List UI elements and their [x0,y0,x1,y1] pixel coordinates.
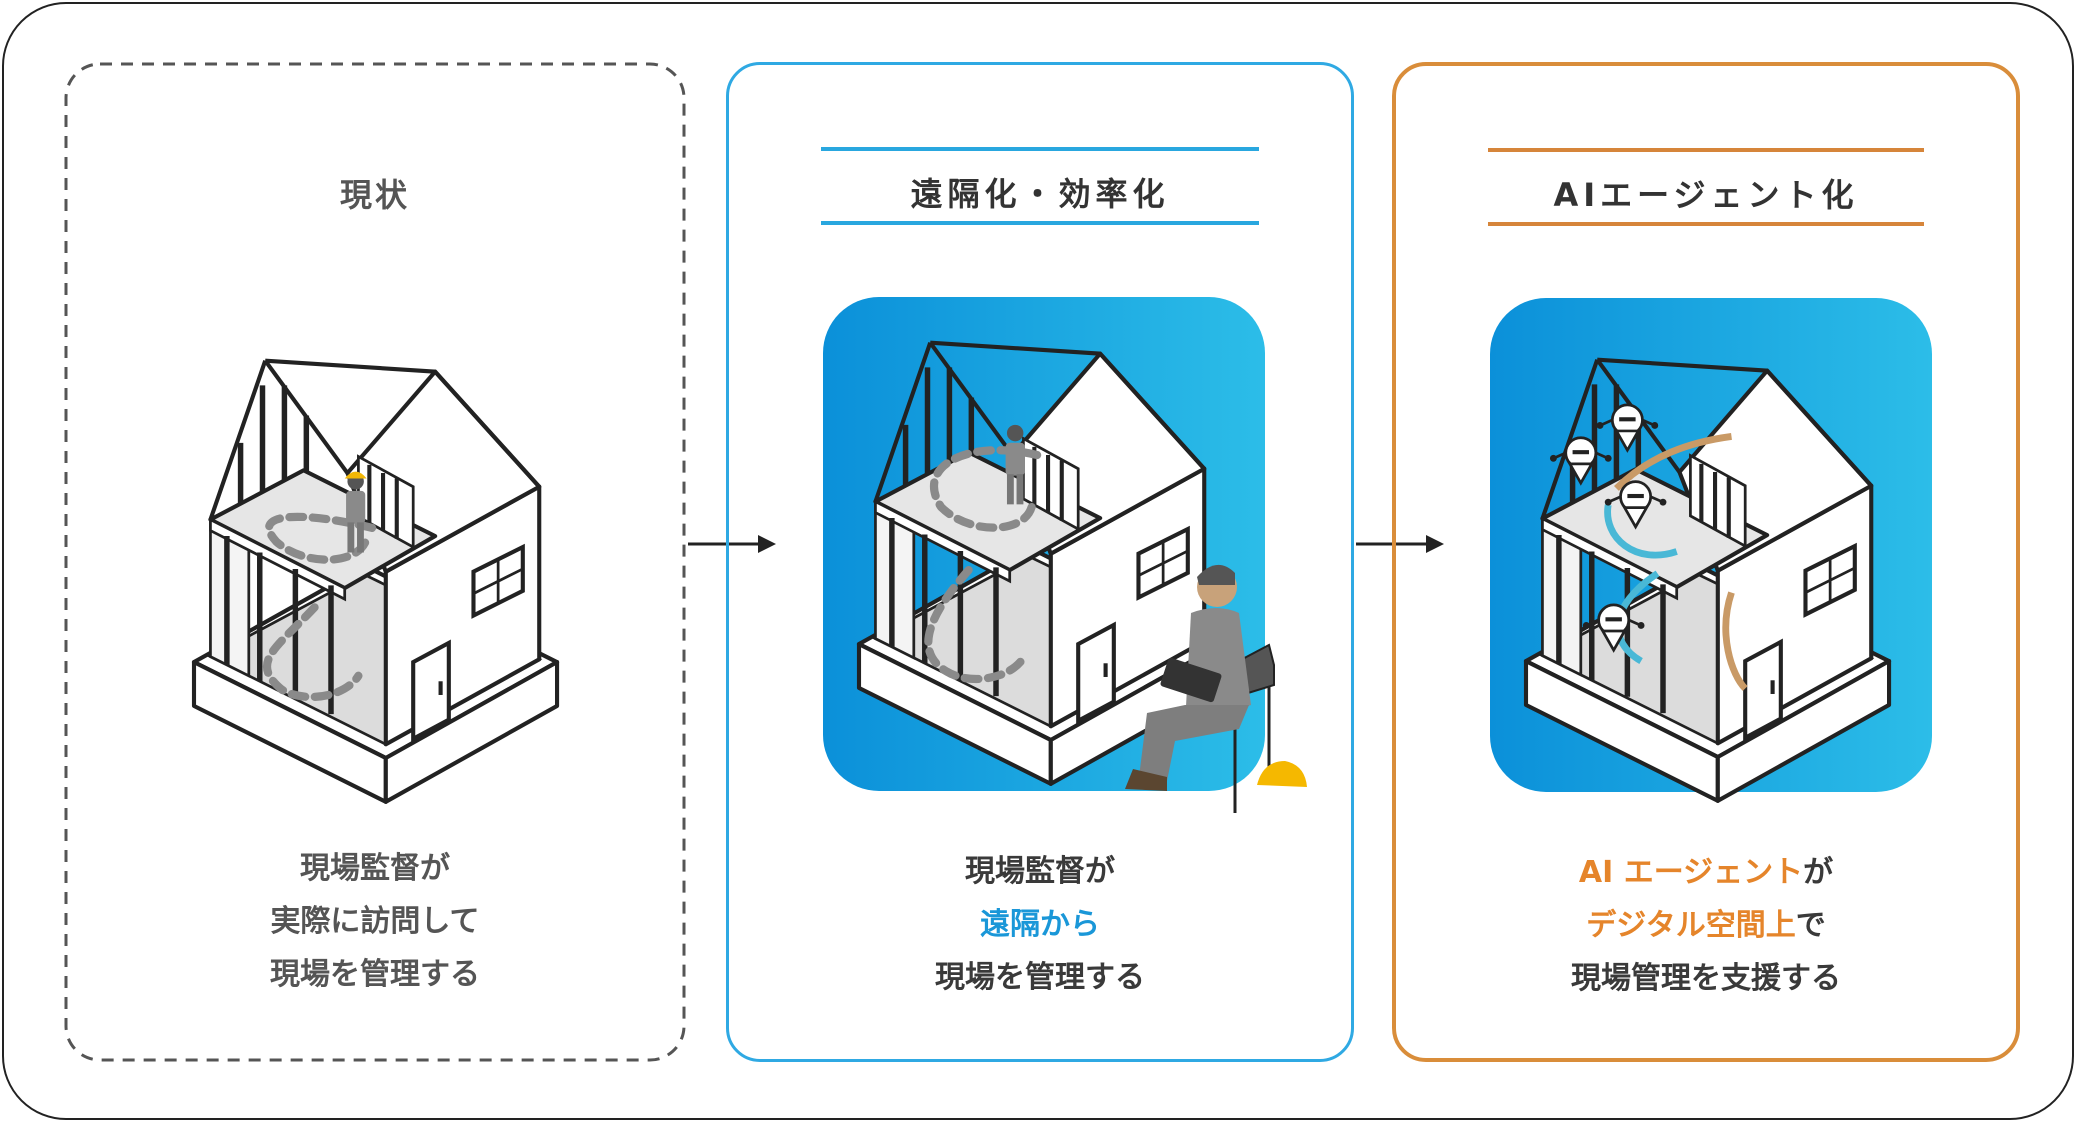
panel-remote: 遠隔化・効率化 現場監督が 遠隔から 現場を管理する [726,62,1354,1062]
title-rule-bottom [821,221,1259,225]
title-rule-top [821,147,1259,151]
arrow-right-icon [688,535,776,553]
helmet-icon [1257,761,1307,787]
panel-current: 現状 現場監督が 実際に訪問して 現場を管理する [64,62,686,1062]
dashed-border [64,62,686,1062]
panel-title: AIエージェント化 [1553,176,1859,214]
title-rule-bottom [1488,222,1924,226]
panel-caption: AI エージェントが デジタル空間上で 現場管理を支援する [1571,855,1841,996]
panel-title: 現状 [339,176,410,214]
panel-caption: 現場監督が 遠隔から 現場を管理する [935,854,1145,995]
worker-icon [344,471,367,553]
tablet-icon [1160,657,1222,703]
house-icon [729,65,1307,813]
house-icon [64,62,686,822]
house-icon [1396,66,2024,846]
title-rule-top [1488,148,1924,152]
panel-title: 遠隔化・効率化 [910,175,1170,213]
panel-ai-agent: AIエージェント化 AI エージェントが デジタル空間上で 現場管理を支援する [1392,62,2020,1062]
worker-icon [1125,564,1307,813]
panel-caption: 現場監督が 実際に訪問して 現場を管理する [270,851,480,992]
